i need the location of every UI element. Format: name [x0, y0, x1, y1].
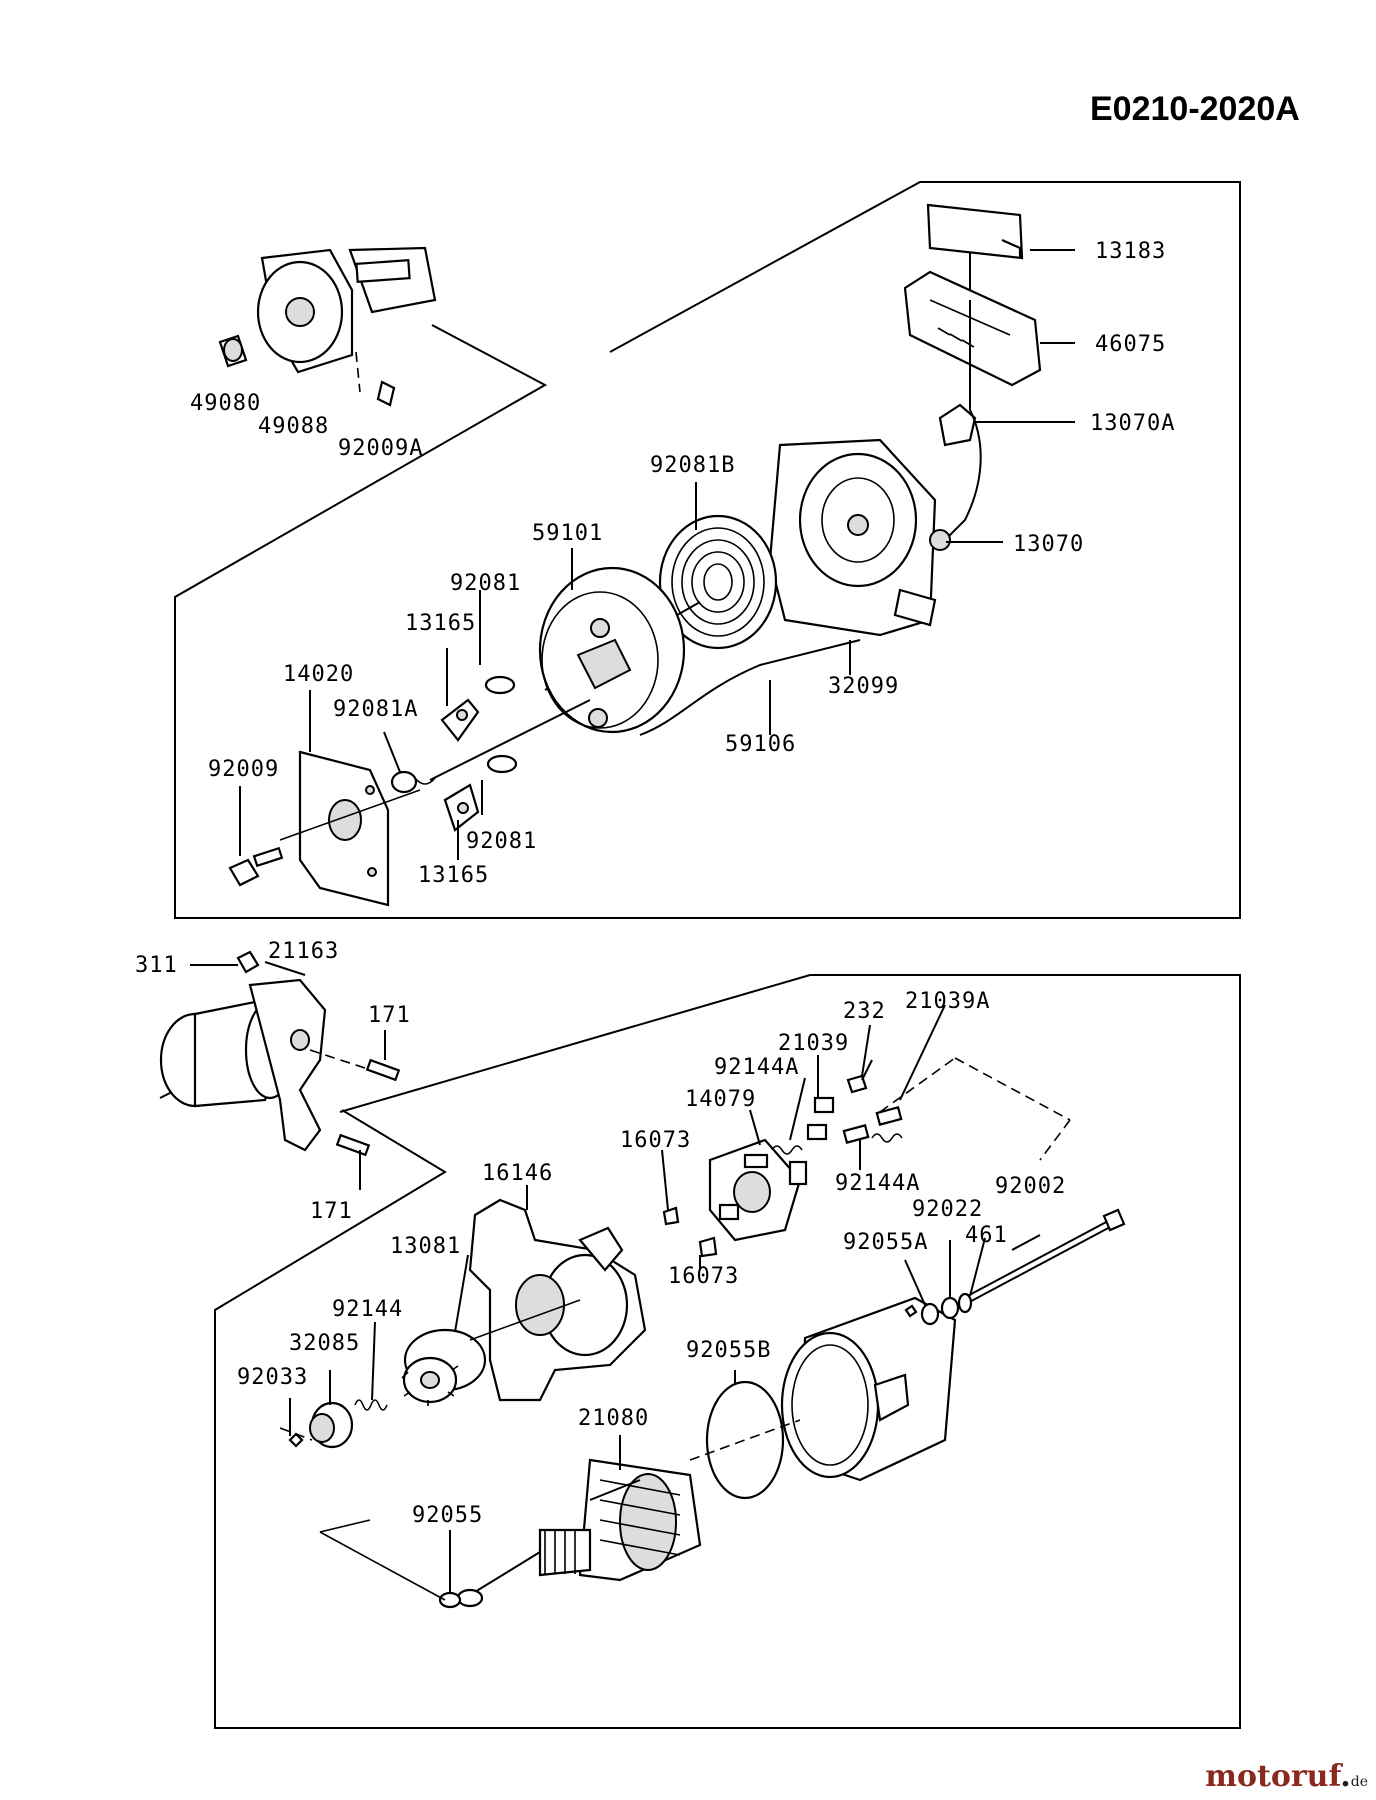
- label-92055A: 92055A: [843, 1230, 928, 1255]
- label-92144A-top: 92144A: [714, 1055, 799, 1080]
- starter-housing-part: [768, 438, 951, 637]
- label-92081-bottom: 92081: [466, 829, 537, 854]
- label-32099: 32099: [828, 674, 899, 699]
- label-59101: 59101: [532, 521, 603, 546]
- label-32085: 32085: [289, 1331, 360, 1356]
- label-13183: 13183: [1095, 239, 1166, 264]
- label-13165-bottom: 13165: [418, 863, 489, 888]
- plate-part: [279, 750, 421, 907]
- label-92009: 92009: [208, 757, 279, 782]
- label-92055: 92055: [412, 1503, 483, 1528]
- starter-handle-part: [903, 270, 1042, 410]
- label-92081B: 92081B: [650, 453, 735, 478]
- recoil-overview-assembly: [218, 246, 437, 407]
- label-21039A: 21039A: [905, 989, 990, 1014]
- label-21080: 21080: [578, 1406, 649, 1431]
- clip-guide-line: [319, 1531, 446, 1601]
- label-13081: 13081: [390, 1234, 461, 1259]
- electric-starter-group: 311 21163 171 171 232 21039A 21039 92144…: [135, 939, 1241, 1729]
- starter-frame: [214, 974, 1241, 1729]
- label-49080: 49080: [190, 391, 261, 416]
- brushes-parts: [662, 1057, 1071, 1258]
- watermark-logo: motoruf.de: [1205, 1759, 1368, 1794]
- label-92081-top: 92081: [450, 571, 521, 596]
- armature-part: [456, 1458, 702, 1608]
- label-49088: 49088: [258, 414, 329, 439]
- ratchet-parts: [390, 675, 591, 832]
- label-16073-top: 16073: [620, 1128, 691, 1153]
- through-bolt-part: [904, 1208, 1126, 1326]
- label-46075: 46075: [1095, 332, 1166, 357]
- label-21039: 21039: [778, 1031, 849, 1056]
- pinion-part: [401, 1299, 581, 1406]
- spring-collar-parts: [279, 1399, 388, 1449]
- bracket-part: [468, 1198, 647, 1402]
- reel-part: [538, 566, 861, 736]
- recoil-frame: [174, 181, 1241, 919]
- watermark-dot: .: [1340, 1759, 1351, 1794]
- label-92055B: 92055B: [686, 1338, 771, 1363]
- recoil-starter-group: 13183 46075 13070A 13070 49080 49088 920…: [174, 181, 1241, 919]
- watermark-brand: motoruf: [1205, 1759, 1341, 1794]
- upper-leaders: [239, 249, 1075, 860]
- yoke-part: [689, 1296, 957, 1500]
- clip-guide-line-2: [319, 1519, 371, 1533]
- watermark-tld: de: [1350, 1774, 1368, 1790]
- rope-guide-part: [938, 403, 982, 546]
- label-13070: 13070: [1013, 532, 1084, 557]
- label-232: 232: [843, 999, 886, 1024]
- label-13165-top: 13165: [405, 611, 476, 636]
- label-92033: 92033: [237, 1365, 308, 1390]
- label-92081A: 92081A: [333, 697, 418, 722]
- label-92022: 92022: [912, 1197, 983, 1222]
- label-16073-bottom: 16073: [668, 1264, 739, 1289]
- label-14079: 14079: [685, 1087, 756, 1112]
- label-13070A: 13070A: [1090, 411, 1175, 436]
- label-21163: 21163: [268, 939, 339, 964]
- label-59106: 59106: [725, 732, 796, 757]
- label-14020: 14020: [283, 662, 354, 687]
- label-311: 311: [135, 953, 178, 978]
- label-171-top: 171: [368, 1003, 411, 1028]
- label-461: 461: [965, 1223, 1008, 1248]
- starter-overview-assembly: [159, 950, 401, 1157]
- handle-insert-part: [926, 203, 1024, 300]
- lower-leaders: [190, 961, 986, 1592]
- label-92002: 92002: [995, 1174, 1066, 1199]
- label-16146: 16146: [482, 1161, 553, 1186]
- label-171-bottom: 171: [310, 1199, 353, 1224]
- label-92144A-bottom: 92144A: [835, 1171, 920, 1196]
- diagram-code: E0210-2020A: [1090, 90, 1300, 128]
- brush-holder-part: [708, 1138, 808, 1242]
- clip-92055-part: [438, 1591, 462, 1609]
- label-92144: 92144: [332, 1297, 403, 1322]
- spiral-spring-part: [544, 514, 778, 691]
- label-92009A: 92009A: [338, 436, 423, 461]
- bolt-part: [228, 846, 284, 887]
